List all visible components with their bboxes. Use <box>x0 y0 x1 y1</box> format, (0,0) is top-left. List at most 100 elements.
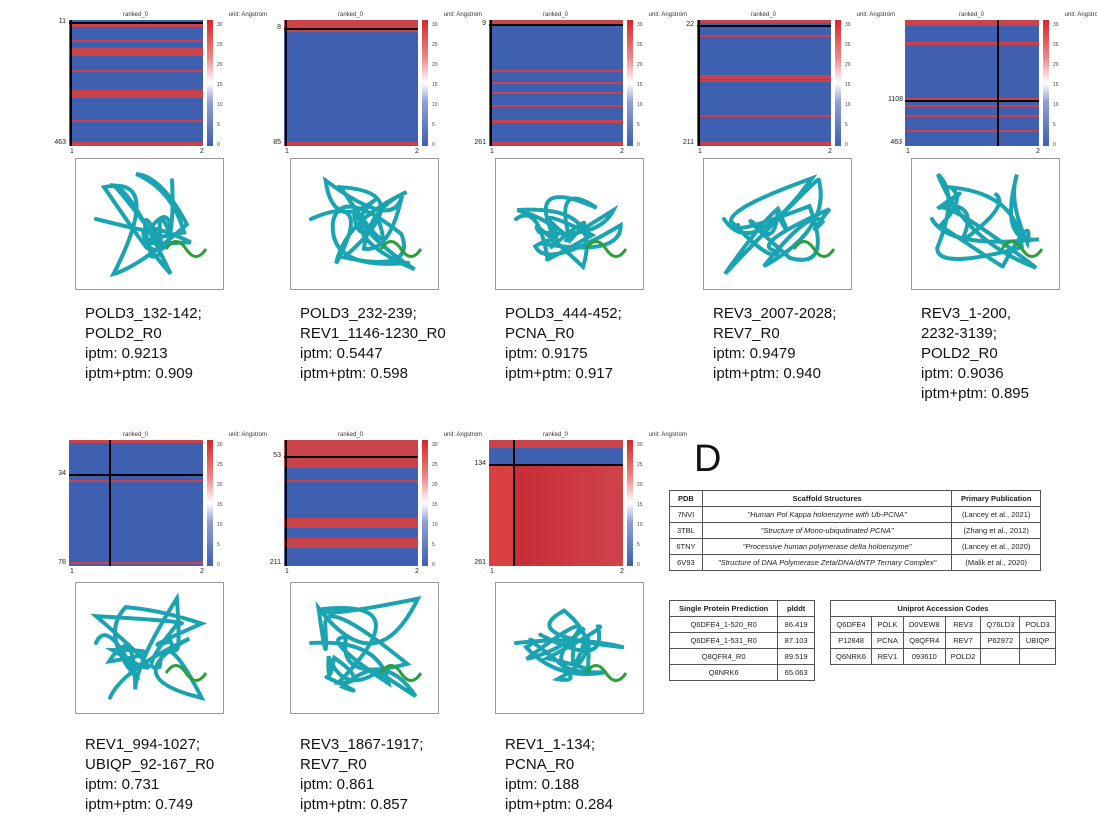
table-row: 3TBL"Structure of Mono-ubiquitinated PCN… <box>670 523 1041 539</box>
x-tick: 2 <box>200 148 204 156</box>
caption-line: iptm+ptm: 0.940 <box>713 364 836 384</box>
y-tick: 22 <box>680 21 694 29</box>
x-tick: 2 <box>200 568 204 576</box>
single-protein-table: Single Protein PredictionplddtQ6DFE4_1-5… <box>669 600 815 681</box>
colorbar <box>422 440 428 566</box>
heatmap-band <box>69 70 203 72</box>
table-cell: POLD3 <box>1020 617 1056 633</box>
structure-image <box>75 158 224 290</box>
table-cell <box>1020 649 1056 665</box>
heatmap-unit: unit: Angstrom <box>229 432 267 439</box>
colorbar-tick: 30 <box>637 442 643 448</box>
colorbar-tick: 30 <box>217 22 223 28</box>
caption-line: REV7_R0 <box>300 755 423 775</box>
colorbar-tick: 10 <box>217 102 223 108</box>
y-tick: 76 <box>52 559 66 567</box>
heatmap-band <box>489 464 513 566</box>
heatmap-plot <box>284 440 418 566</box>
table-cell: Q76LD3 <box>981 617 1020 633</box>
x-tick: 1 <box>285 568 289 576</box>
table-cell: 7NVI <box>670 507 703 523</box>
colorbar <box>207 20 213 146</box>
caption-line: iptm: 0.9036 <box>921 364 1029 384</box>
table-row: 7NVI"Human Pol Kappa holoenzyme with Ub-… <box>670 507 1041 523</box>
divider-line <box>70 20 72 146</box>
colorbar <box>627 440 633 566</box>
heatmap-band <box>489 92 623 94</box>
caption-line: iptm: 0.188 <box>505 775 613 795</box>
colorbar-tick: 5 <box>1053 122 1056 128</box>
structure-image <box>911 158 1060 290</box>
prediction-panel: ranked_0 unit: Angstrom 3025201510509 26… <box>477 12 687 402</box>
uniprot-table: Uniprot Accession CodesQ6DFE4POLKD0VEW8R… <box>830 600 1056 665</box>
heatmap-band <box>489 142 623 145</box>
y-tick: 463 <box>888 139 902 147</box>
colorbar-tick: 20 <box>845 62 851 68</box>
heatmap-band <box>284 20 418 32</box>
heatmap-band <box>905 105 1039 107</box>
divider-line <box>285 440 287 566</box>
heatmap-band <box>905 20 1039 26</box>
x-tick: 2 <box>620 148 624 156</box>
heatmap-title: ranked_0 <box>543 432 568 439</box>
colorbar-tick: 0 <box>845 142 848 148</box>
divider-line <box>489 464 623 466</box>
x-tick: 1 <box>70 568 74 576</box>
table-cell: REV3 <box>945 617 981 633</box>
caption-line: iptm: 0.5447 <box>300 344 446 364</box>
divider-line <box>69 22 203 24</box>
y-tick: 9 <box>472 20 486 28</box>
caption-line: REV3_2007-2028; <box>713 304 836 324</box>
caption-line: POLD3_444-452; <box>505 304 622 324</box>
colorbar-tick: 20 <box>1053 62 1059 68</box>
colorbar-tick: 25 <box>432 42 438 48</box>
caption-line: REV7_R0 <box>713 324 836 344</box>
divider-line <box>285 20 287 146</box>
colorbar-tick: 0 <box>1053 142 1056 148</box>
distance-heatmap: ranked_0 unit: Angstrom 3025201510508 85… <box>272 12 482 162</box>
table-cell: PDB <box>670 491 703 507</box>
heatmap-band <box>69 120 203 122</box>
section-label: D <box>694 440 721 478</box>
x-tick: 1 <box>490 568 494 576</box>
y-tick: 261 <box>472 559 486 567</box>
heatmap-band <box>697 20 831 23</box>
colorbar-tick: 15 <box>217 82 223 88</box>
x-tick: 2 <box>828 148 832 156</box>
x-tick: 1 <box>906 148 910 156</box>
colorbar-tick: 20 <box>637 62 643 68</box>
colorbar-tick: 10 <box>217 522 223 528</box>
y-tick: 211 <box>267 559 281 567</box>
caption-line: POLD3_132-142; <box>85 304 202 324</box>
heatmap-band <box>284 480 418 482</box>
colorbar-tick: 10 <box>432 522 438 528</box>
colorbar-tick: 30 <box>432 22 438 28</box>
heatmap-band <box>69 562 203 564</box>
prediction-caption: REV3_1-200,2232-3139;POLD2_R0iptm: 0.903… <box>921 304 1029 404</box>
heatmap-band <box>69 90 203 98</box>
heatmap-band <box>905 42 1039 45</box>
prediction-caption: POLD3_444-452;PCNA_R0iptm: 0.9175iptm+pt… <box>505 304 622 384</box>
caption-line: iptm+ptm: 0.917 <box>505 364 622 384</box>
colorbar <box>422 20 428 146</box>
colorbar-tick: 5 <box>217 542 220 548</box>
structure-image <box>495 582 644 714</box>
colorbar-tick: 5 <box>432 542 435 548</box>
distance-heatmap: ranked_0 unit: Angstrom 30252015105022 2… <box>685 12 895 162</box>
caption-line: 2232-3139; <box>921 324 1029 344</box>
divider-line <box>69 474 203 476</box>
table-cell: "Structure of DNA Polymerase Zeta/DNA/dN… <box>702 555 952 571</box>
heatmap-band <box>489 440 623 448</box>
table-cell: 86.419 <box>778 617 815 633</box>
colorbar-tick: 25 <box>637 462 643 468</box>
caption-line: UBIQP_92-167_R0 <box>85 755 214 775</box>
table-row: Q6DFE4_1-520_R086.419 <box>670 617 815 633</box>
prediction-caption: REV1_1-134;PCNA_R0iptm: 0.188iptm+ptm: 0… <box>505 735 613 815</box>
heatmap-band <box>69 24 203 27</box>
heatmap-plot <box>489 440 623 566</box>
table-cell: "Human Pol Kappa holoenzyme with Ub-PCNA… <box>702 507 952 523</box>
table-row: Q8NRK665.063 <box>670 665 815 681</box>
divider-line <box>905 100 1039 102</box>
heatmap-band <box>489 82 623 84</box>
structure-image <box>703 158 852 290</box>
